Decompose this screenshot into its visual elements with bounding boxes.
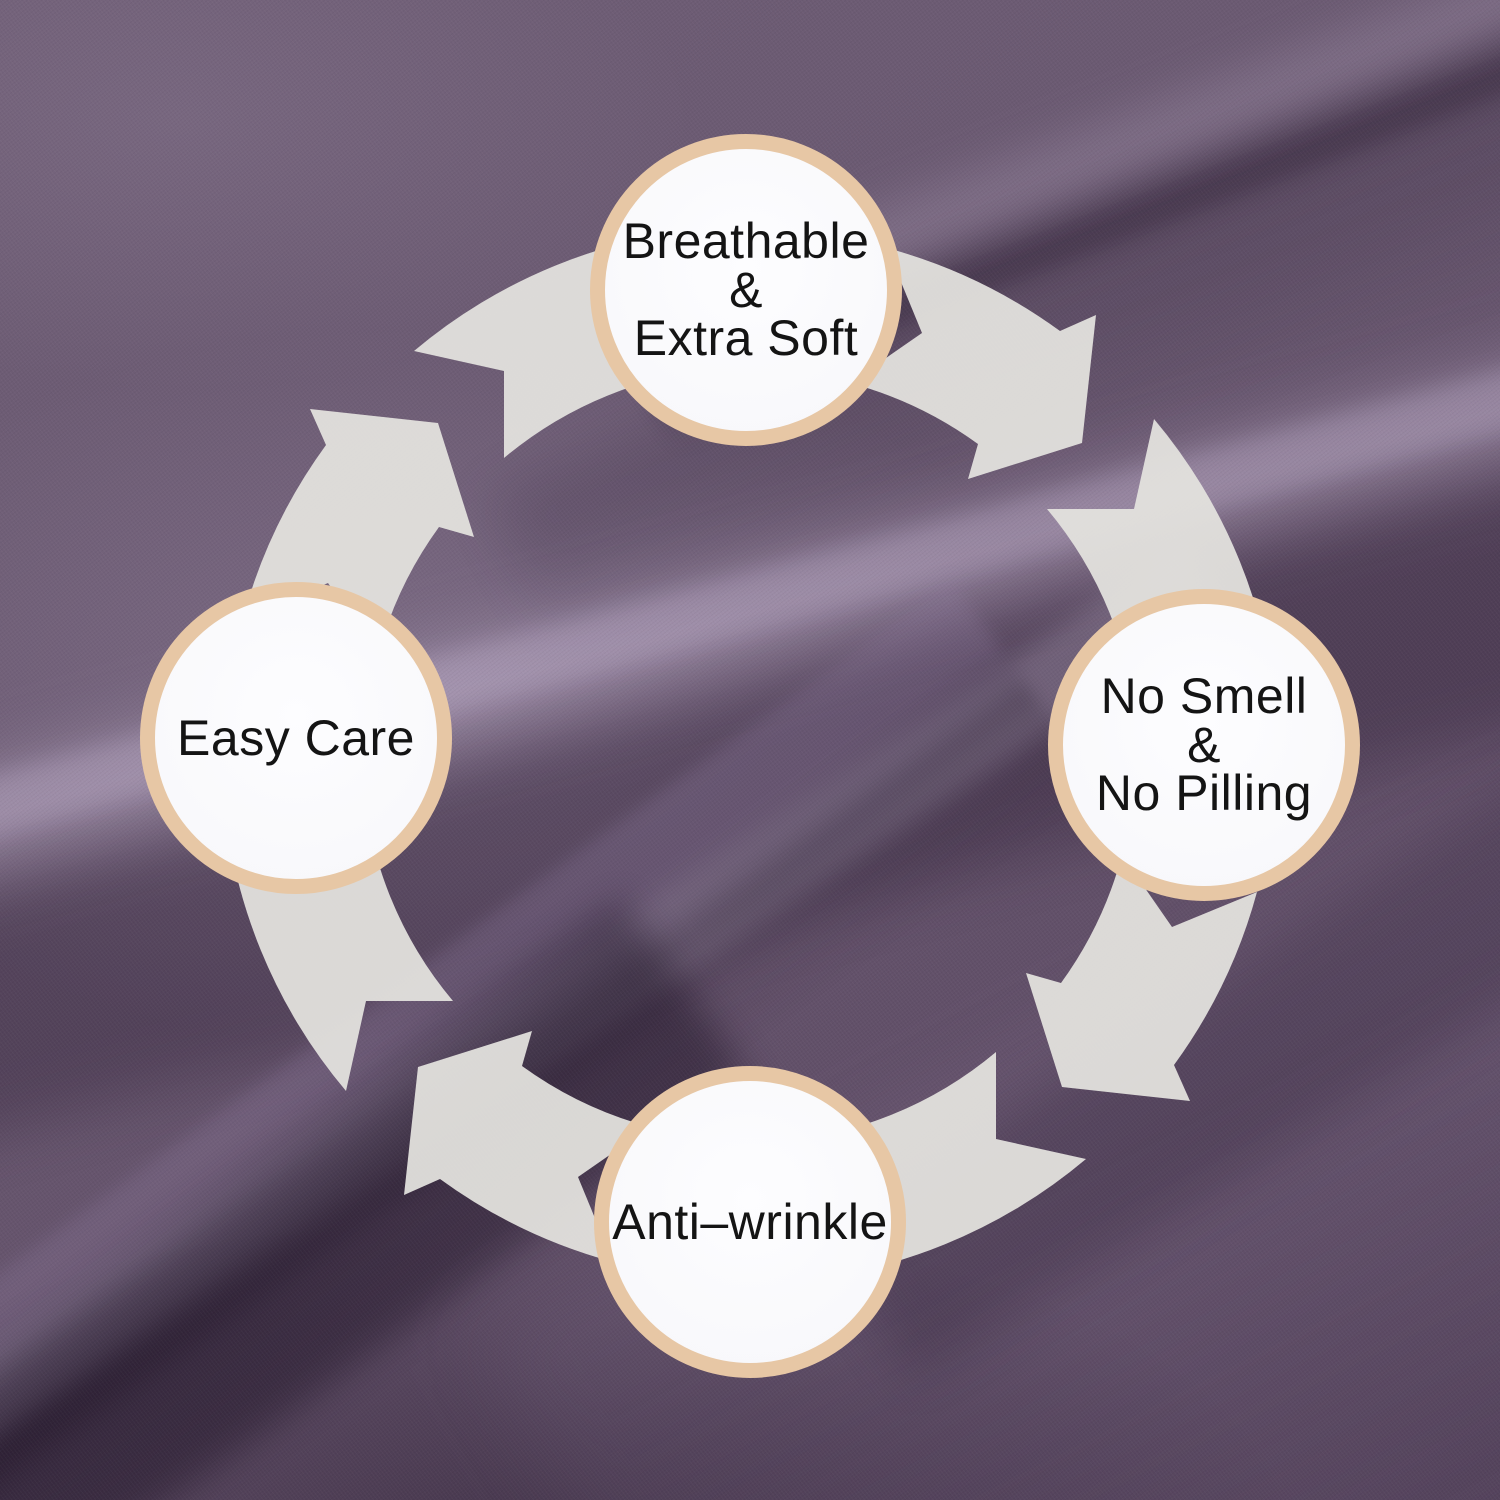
feature-circle-breathable: Breathable & Extra Soft [590,134,902,446]
feature-label-line: Breathable [622,213,870,270]
feature-label-line: & [1187,716,1221,773]
feature-circle-anti-wrinkle: Anti–wrinkle [594,1066,906,1378]
feature-label-line: & [729,261,763,318]
feature-label: Easy Care [177,709,415,766]
feature-label-line: Extra Soft [633,310,859,367]
feature-circle-easy-care: Easy Care [140,582,452,894]
feature-label-line: Anti–wrinkle [612,1193,888,1250]
feature-circle-no-smell-no-pilling: No Smell & No Pilling [1048,589,1360,901]
feature-label-line: Easy Care [177,709,415,766]
feature-label: Breathable & Extra Soft [623,217,870,363]
feature-label: No Smell & No Pilling [1096,672,1312,818]
feature-label: Anti–wrinkle [612,1193,888,1250]
feature-label-line: No Pilling [1095,765,1313,822]
feature-label-line: No Smell [1100,668,1308,725]
